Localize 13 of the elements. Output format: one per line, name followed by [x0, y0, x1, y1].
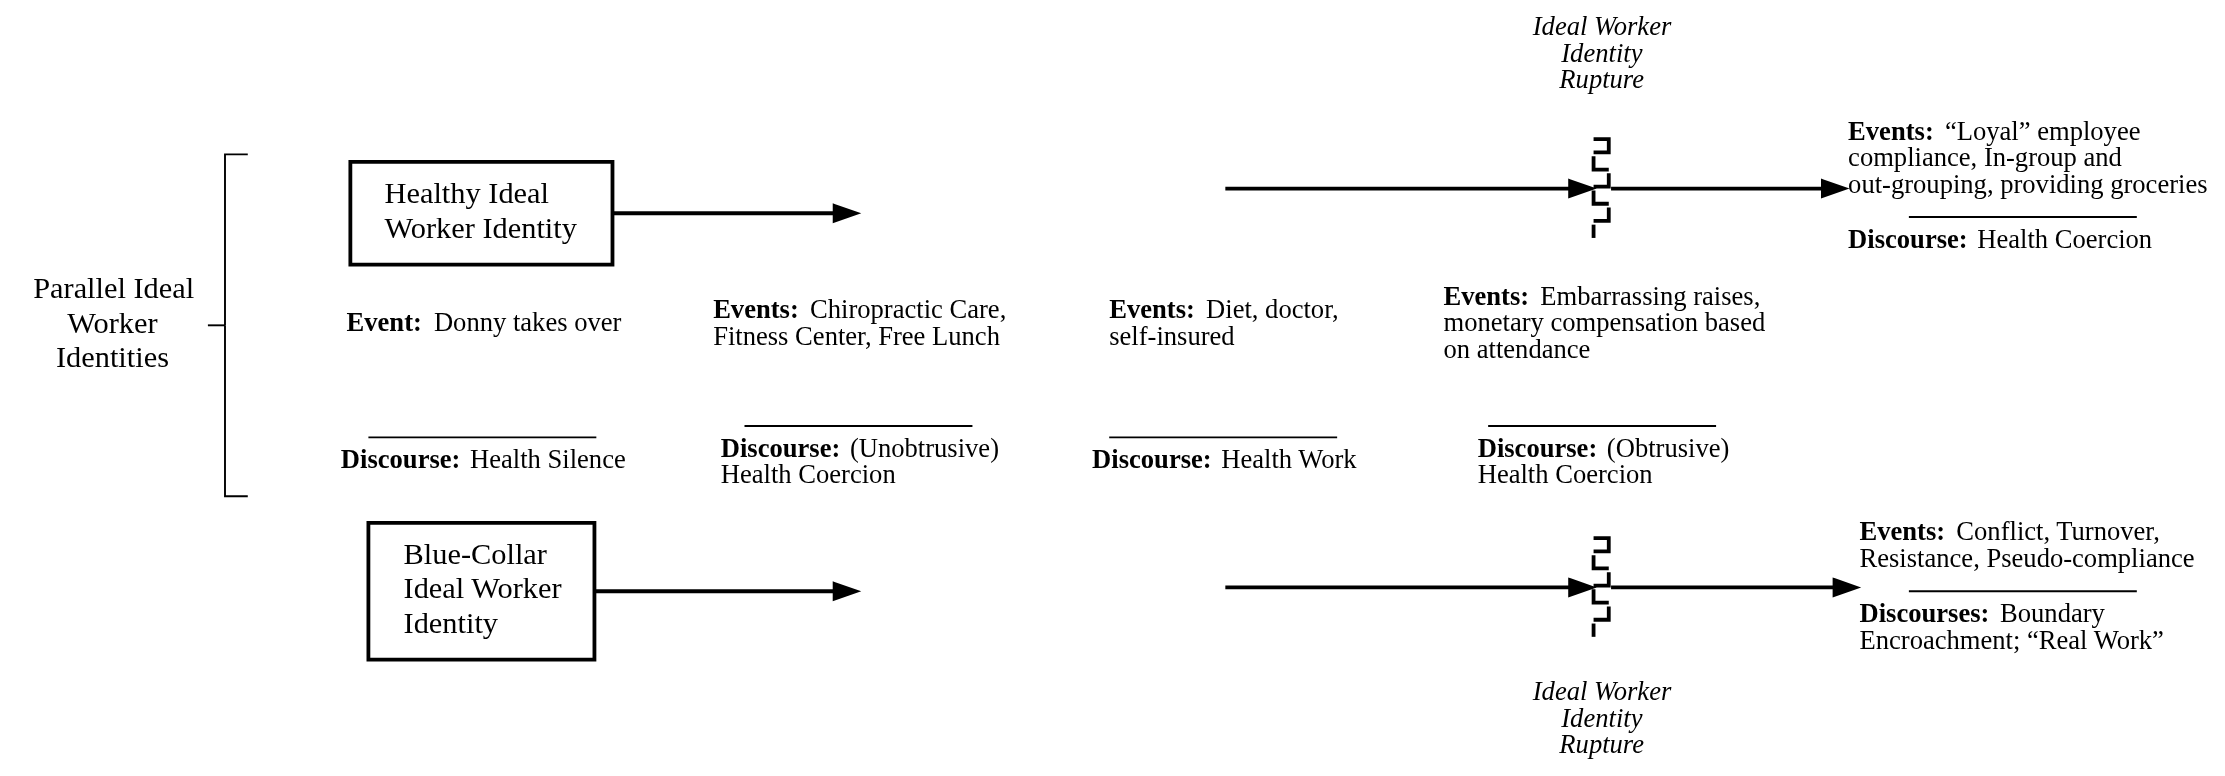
node-label: Ideal Worker Identity Rupture — [1532, 11, 1671, 95]
label: Discourse: Health Work — [1091, 444, 1357, 475]
label: Parallel Ideal Worker Identities — [32, 271, 194, 374]
label: Events: Embarrassing raises, monetary compensation based on attendance — [1443, 280, 1765, 364]
node-label: Ideal Worker Identity Rupture — [1532, 675, 1671, 760]
node-text: Events: Conflict, Turnover, Resistance, Pseudo-compliance Discourses: Boundary Encroachment; “Real Work” — [1859, 516, 2195, 655]
label: Discourse: (Unobtrusive) Health Coercion — [720, 432, 999, 490]
label: Discourse: Health Silence — [340, 444, 626, 475]
label: Events: Diet, doctor, self-insured — [1108, 294, 1339, 351]
label: Event: Donny takes over — [346, 307, 621, 338]
label: Events: Chiropractic Care, Fitness Center, Free Lunch — [712, 294, 1006, 351]
label: Discourse: (Obtrusive) Health Coercion — [1477, 432, 1729, 490]
node-text: Events: “Loyal” employee compliance, In-group and out-grouping, providing groceries Discourse: Health Coercion — [1847, 115, 2208, 254]
